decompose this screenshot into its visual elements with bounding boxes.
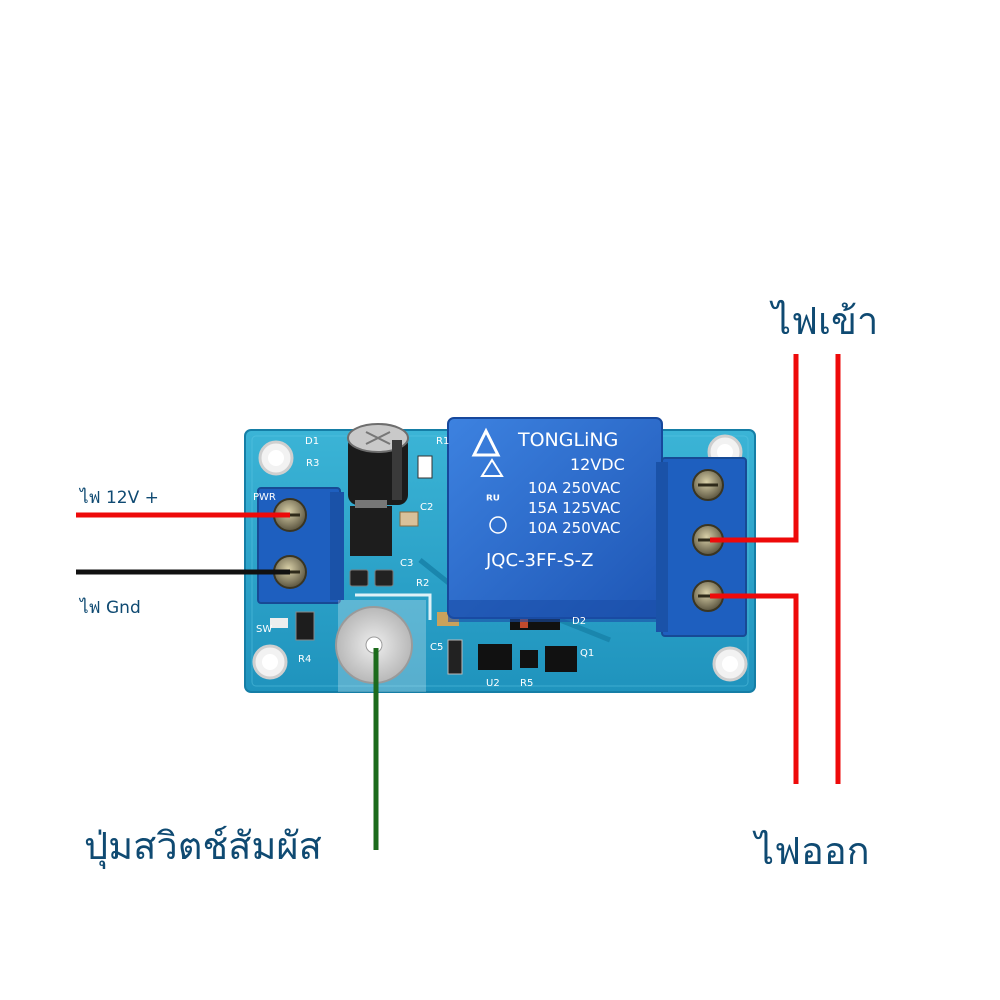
relay-coil-voltage: 12VDC <box>570 455 625 474</box>
wires <box>76 354 841 850</box>
ul-mark-icon: ᴿᵁ <box>486 493 500 509</box>
pcb-label: C3 <box>400 558 413 569</box>
pcb-label: C5 <box>430 642 443 653</box>
mounting-hole <box>712 646 748 682</box>
pcb-label: SW <box>256 624 272 635</box>
transistor <box>545 646 577 672</box>
pcb-label: R5 <box>520 678 533 689</box>
power-out-wire <box>710 593 799 784</box>
power-ground-label: ไฟ Gnd <box>80 598 141 618</box>
pcb-silkscreen-outline <box>355 593 432 620</box>
warning-triangle-icon <box>480 458 504 477</box>
pcb-label: D1 <box>305 436 319 447</box>
relay-rating: 10A 250VAC <box>528 479 621 497</box>
power-in-wire <box>710 354 799 543</box>
power-out-label: ไฟออก <box>755 829 870 873</box>
pcb-label: R4 <box>298 654 311 665</box>
output-terminal-block <box>656 457 747 637</box>
smd-components <box>270 455 577 675</box>
pcb-label: Q1 <box>580 648 594 659</box>
power-in-label: ไฟเข้า <box>772 299 879 343</box>
pcb-label: U2 <box>486 678 500 689</box>
electrolytic-capacitor <box>347 423 409 505</box>
pcb-label: PWR <box>253 492 276 503</box>
pcb-silkscreen-labels: D1 R3 R1 C2 C3 R2 C5 D2 Q1 U2 R5 SW R4 P… <box>253 436 594 689</box>
relay-rating: 15A 125VAC <box>528 499 621 517</box>
pcb-label: C2 <box>420 502 433 513</box>
voltage-regulator <box>350 506 392 556</box>
relay-model: JQC-3FF-S-Z <box>485 550 593 571</box>
tongling-logo-icon <box>471 427 501 457</box>
pcb-label: R1 <box>436 436 449 447</box>
mounting-hole <box>252 644 288 680</box>
power-positive-label: ไฟ 12V + <box>80 488 159 508</box>
pcb-label: R3 <box>306 458 319 469</box>
input-terminal-block <box>257 487 344 604</box>
relay-brand: TONGLiNG <box>517 429 618 451</box>
relay-rating: 10A 250VAC <box>528 519 621 537</box>
ic-chip <box>478 644 512 670</box>
touch-sensor-pad <box>335 600 426 692</box>
cqc-mark-icon <box>489 516 507 534</box>
mounting-hole <box>258 440 294 476</box>
pcb-label: D2 <box>572 616 586 627</box>
pcb-label: R2 <box>416 578 429 589</box>
relay: ᴿᵁ TONGLiNG 12VDC 10A 250VAC 15A 125VAC … <box>447 417 663 622</box>
touch-switch-label: ปุ่มสวิตช์สัมผัส <box>84 824 322 868</box>
